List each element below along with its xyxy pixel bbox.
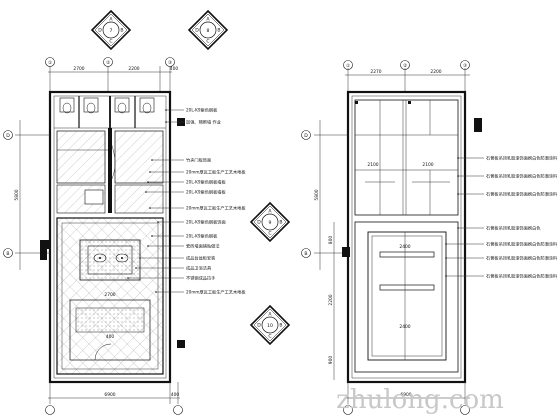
col-bubble-3: ③ <box>168 60 172 66</box>
right-floor-plan: 2270 2200 ① ② ③ 2100 <box>301 60 558 415</box>
key-letter: D <box>257 323 261 329</box>
elevation-key: A B C D 9 <box>249 201 291 243</box>
key-letter: C <box>268 231 271 237</box>
left-bottom-dimensions: 6900 400 <box>45 382 183 415</box>
right-note: 石膏板吊顶乳胶漆饰面刷白色防潮涂料 <box>486 191 558 198</box>
rdim-side-1: 5800 <box>314 189 320 200</box>
key-letter: B <box>279 323 282 329</box>
right-note: 石膏板吊顶乳胶漆饰面刷白色防潮涂料 <box>486 255 558 262</box>
row-bubble-left-2: B <box>6 251 9 257</box>
fixtures-row <box>54 96 166 129</box>
key-letter: C <box>206 39 209 45</box>
left-note: 20mm厚瓦工板生产工艺木地板 <box>186 289 246 296</box>
rdim-side-4: 900 <box>328 356 334 365</box>
key-letter: B <box>120 28 123 34</box>
ceiling-grid-upper: 2100 2100 <box>354 99 459 216</box>
key-letter: A <box>109 17 113 23</box>
col-bubble-1: ① <box>48 60 52 66</box>
elevation-key: A B C D 8 <box>187 9 229 51</box>
key-letter: D <box>195 28 199 34</box>
ceiling-height-3: 2400 <box>399 244 410 250</box>
rrow-bubble-1: D <box>304 133 308 139</box>
right-note: 石膏板吊顶乳胶漆饰面刷白色防潮涂料 <box>486 273 558 280</box>
rrow-bubble-2: B <box>304 251 307 257</box>
right-note: 石膏板吊顶乳胶漆饰面刷白色防潮涂料 <box>486 241 558 248</box>
ceiling-lower: 2400 2400 <box>354 221 459 373</box>
col-bubble-2: ② <box>106 60 110 66</box>
dim-top-3: 400 <box>170 66 179 72</box>
rdim-top-2: 2200 <box>430 69 441 75</box>
left-note: 加强、隔断墙 作业 <box>186 119 221 126</box>
left-note: 20mm厚瓦工板生产工艺木地板 <box>186 205 246 212</box>
ceiling-height-1: 2100 <box>367 162 378 168</box>
key-center: 8 <box>207 28 210 34</box>
left-note: 20L-K9紫色钢板 <box>186 107 218 114</box>
left-column-bubbles-top: ① ② ③ <box>45 57 175 67</box>
left-note: 成品卫浴洁具 <box>186 265 212 272</box>
watermark: zhulong.com <box>336 385 504 415</box>
key-letter: A <box>206 17 210 23</box>
rdim-top-1: 2270 <box>370 69 381 75</box>
left-floor-plan: 2700 2200 400 ① ② ③ <box>3 57 246 415</box>
rdim-side-3: 2200 <box>328 294 334 305</box>
rcol-bubble-1: ① <box>346 63 350 69</box>
left-note: 20mm厚瓦工板生产工艺木地板 <box>186 169 246 176</box>
right-side-dimensions: 5800 800 2200 900 D B <box>301 120 348 380</box>
key-letter: B <box>279 220 282 226</box>
right-note: 石膏板吊顶乳胶漆饰面刷白色 <box>486 225 541 232</box>
key-letter: C <box>109 39 112 45</box>
rcol-bubble-2: ② <box>403 63 407 69</box>
right-note: 石膏板吊顶乳胶漆饰面刷白色防潮涂料 <box>486 155 558 162</box>
left-note: 20L-K9紫色钢板墙板 <box>186 189 226 196</box>
row-bubble-left-1: D <box>6 133 10 139</box>
left-note: 瓷砖墙面铺贴做法 <box>186 243 220 250</box>
left-note: 20L-K9紫色钢板 <box>186 233 218 240</box>
key-letter: C <box>268 334 271 340</box>
key-letter: B <box>217 28 220 34</box>
key-center: 9 <box>269 220 272 226</box>
left-row-bubbles: D B <box>3 130 13 258</box>
key-center: 10 <box>267 323 273 329</box>
dim-bottom-1: 6900 <box>104 392 115 398</box>
left-side-dimension: 5800 <box>14 120 50 270</box>
left-note: 20L-K9紫色钢板墙板 <box>186 179 226 186</box>
elevation-key: A B C D 10 <box>249 304 291 346</box>
dim-top-2: 2200 <box>128 66 139 72</box>
key-letter: D <box>257 220 261 226</box>
dim-left-side: 5800 <box>14 189 20 200</box>
key-letter: A <box>268 209 272 215</box>
rdim-side-2: 800 <box>328 236 334 245</box>
right-top-dimensions: 2270 2200 ① ② ③ <box>343 60 470 92</box>
left-top-dimensions: 2700 2200 400 <box>48 66 178 92</box>
left-note: 竹夹门板饰面 <box>186 157 211 164</box>
dim-top-1: 2700 <box>73 66 84 72</box>
vanity-counter <box>79 239 141 281</box>
ceiling-height-4: 2400 <box>399 324 410 330</box>
dim-bottom-2: 400 <box>171 392 180 398</box>
elevation-key: A B C D 7 <box>90 9 132 51</box>
left-note: 20L-K9紫色钢板饰面 <box>186 219 226 226</box>
key-center: 7 <box>110 28 113 34</box>
inner-dim-1: 2700 <box>104 292 115 298</box>
inner-dim-2: 400 <box>106 334 115 340</box>
left-note: 不锈钢成品拉手 <box>186 275 215 282</box>
right-bottom-dimensions: 6900 <box>343 382 470 415</box>
right-note: 石膏板吊顶乳胶漆饰面刷白色防潮涂料 <box>486 173 558 180</box>
rdim-bottom-1: 6900 <box>400 392 411 398</box>
key-letter: D <box>98 28 102 34</box>
key-letter: A <box>268 312 272 318</box>
right-plan-notes: 石膏板吊顶乳胶漆饰面刷白色防潮涂料石膏板吊顶乳胶漆饰面刷白色防潮涂料石膏板吊顶乳… <box>445 155 558 280</box>
left-note: 成品台盆柜安装 <box>186 255 216 262</box>
rcol-bubble-3: ③ <box>463 63 467 69</box>
ceiling-height-2: 2100 <box>422 162 433 168</box>
